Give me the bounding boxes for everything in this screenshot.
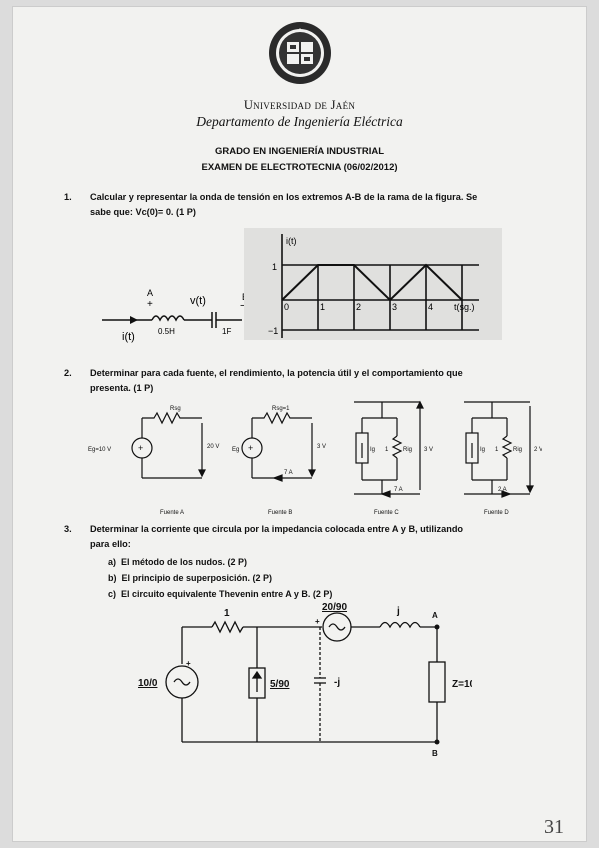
x-tick-label: 0: [284, 302, 289, 312]
plus-sign: +: [147, 299, 153, 310]
current-label: 7 A: [394, 487, 403, 493]
unit-label: 1: [495, 447, 499, 453]
plus-sign: +: [138, 443, 143, 453]
question-number: 2.: [64, 368, 72, 378]
inductor-label: j: [396, 606, 400, 617]
voltage-label: 3 V: [317, 444, 326, 450]
resistor-label: 1: [224, 608, 230, 619]
voltage-label: 2 V: [534, 447, 542, 453]
current-label: 2 A: [498, 487, 507, 493]
minus-sign: −: [240, 300, 246, 312]
source-label: Eg: [232, 447, 239, 453]
voltage-source-label: 20/90: [322, 602, 347, 613]
plus-sign: +: [315, 617, 320, 626]
university-name: Universidad de Jaén: [243, 98, 356, 112]
unit-label: 1: [385, 447, 389, 453]
current-label: i(t): [122, 331, 135, 343]
impedance-label: Z=10+j10: [452, 679, 472, 690]
department-name: Departamento de Ingeniería Eléctrica: [196, 114, 403, 129]
plus-sign: +: [186, 659, 191, 668]
y-tick-label: −1: [268, 326, 278, 336]
source-label: Eg=10 V: [88, 447, 111, 453]
plus-sign: +: [248, 443, 253, 453]
source-name: Fuente D: [484, 510, 509, 516]
capacitor-label: 1F: [222, 327, 231, 336]
source-name: Fuente A: [160, 510, 184, 516]
question-text-line: sabe que: Vc(0)= 0. (1 P): [90, 207, 196, 217]
question-3: 3. Determinar la corriente que circula p…: [64, 522, 534, 554]
subitem-b: b) El principio de superposición. (2 P): [108, 573, 273, 583]
source-label: Ig: [480, 447, 485, 453]
resistor-label: Rsg=1: [272, 406, 290, 412]
current-source-label: 5/90: [270, 679, 290, 690]
current-waveform-graph: i(t) t(sg.) 1 −1 0 1 2 3 4: [244, 228, 502, 340]
question-text-line: Determinar la corriente que circula por …: [90, 524, 464, 534]
question-1: 1. Calcular y representar la onda de ten…: [64, 190, 524, 222]
question-text-line: para ello:: [90, 539, 131, 549]
source-label: Ig: [370, 447, 375, 453]
exam-page: Universidad de Jaén Departamento de Inge…: [12, 6, 587, 842]
voltage-label: v(t): [190, 295, 206, 307]
graph-y-label: i(t): [286, 236, 297, 246]
source-name: Fuente B: [268, 510, 292, 516]
capacitor-label: -j: [334, 677, 340, 688]
node-a-label: A: [147, 288, 153, 298]
rl-branch-diagram: A + v(t) B − i(t) 0.5H 1F: [102, 288, 248, 343]
inductor-label: 0.5H: [158, 327, 175, 336]
x-tick-label: 2: [356, 302, 361, 312]
x-tick-label: 4: [428, 302, 433, 312]
y-tick-label: 1: [272, 262, 277, 272]
ac-circuit-diagram: 1 20/90 + j A B 10/0 + 5/90 -j Z=10+j10: [138, 602, 472, 758]
degree-title: GRADO EN INGENIERÍA INDUSTRIAL: [214, 146, 385, 157]
question-number: 1.: [64, 192, 72, 202]
question-text-line: Calcular y representar la onda de tensió…: [90, 192, 478, 202]
x-tick-label: 3: [392, 302, 397, 312]
question-text-line: presenta. (1 P): [90, 383, 154, 393]
node-b-label: B: [432, 749, 438, 758]
subitem-a: a) El método de los nudos. (2 P): [108, 557, 248, 567]
node-a-label: A: [432, 611, 438, 620]
source-circuits: Rsg Eg=10 V 20 V Fuente A Rsg=1 Eg 3 V 7…: [88, 400, 542, 516]
voltage-label: 20 V: [207, 444, 219, 450]
question-2: 2. Determinar para cada fuente, el rendi…: [64, 366, 534, 398]
question-text-line: Determinar para cada fuente, el rendimie…: [90, 368, 463, 378]
x-tick-label: 1: [320, 302, 325, 312]
resistor-label: Rig: [403, 447, 412, 453]
university-seal-logo: [269, 22, 331, 84]
exam-title: EXAMEN DE ELECTROTECNIA (06/02/2012): [201, 162, 398, 173]
question-number: 3.: [64, 524, 72, 534]
resistor-label: Rsg: [170, 406, 181, 412]
subitem-c: c) El circuito equivalente Thevenin entr…: [108, 589, 333, 599]
resistor-label: Rig: [513, 447, 522, 453]
graph-x-label: t(sg.): [454, 302, 475, 312]
voltage-label: 3 V: [424, 447, 433, 453]
source-name: Fuente C: [374, 510, 399, 516]
page-number: 31: [544, 816, 564, 838]
voltage-source-label: 10/0: [138, 678, 158, 689]
current-label: 7 A: [284, 470, 293, 476]
